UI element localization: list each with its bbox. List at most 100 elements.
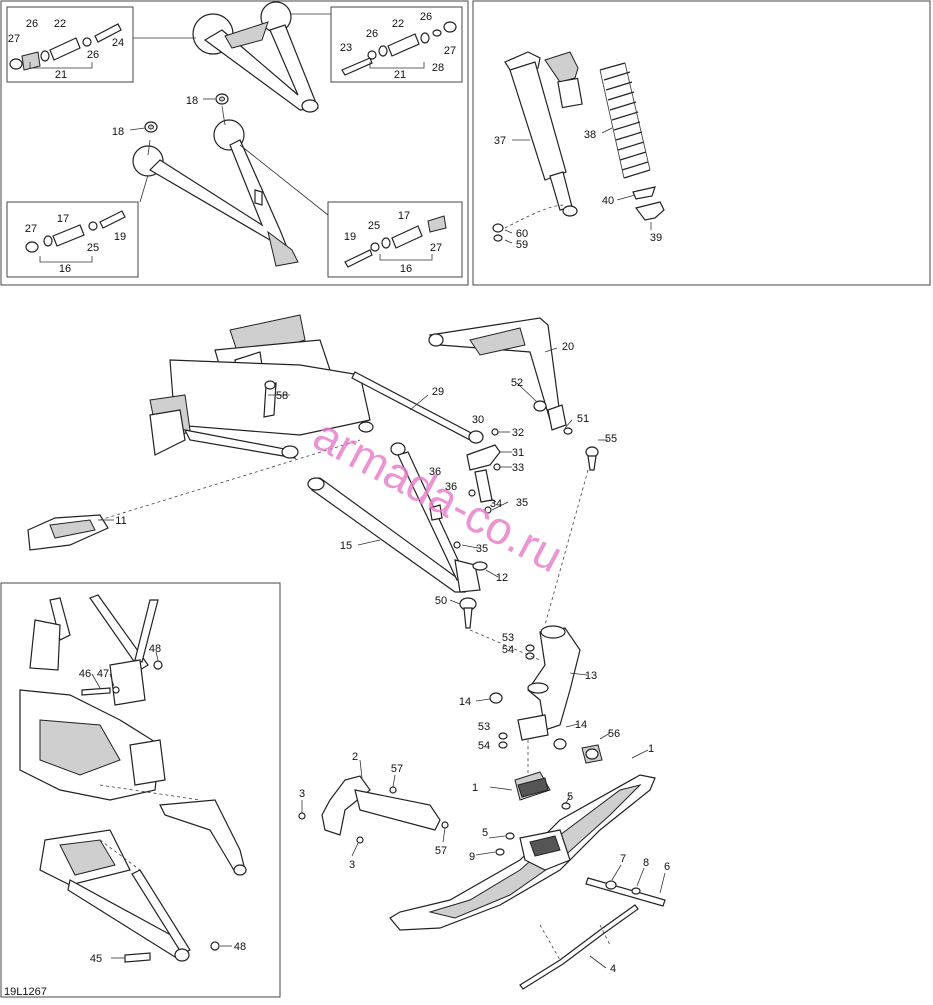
bolt-46-washer-47 <box>81 686 120 696</box>
ski-1 <box>389 774 656 931</box>
callout-48: 48 <box>149 643 161 655</box>
callout-33: 33 <box>512 462 524 474</box>
callout-20: 20 <box>562 341 574 353</box>
lower-a-arm-drawing <box>132 119 299 267</box>
callout-14: 14 <box>575 719 587 731</box>
callout-36: 36 <box>445 481 457 493</box>
shock-absorber-37 <box>504 51 583 217</box>
callout-45: 45 <box>90 953 102 965</box>
spring-seat-39 <box>634 201 665 221</box>
callout-58: 58 <box>276 390 288 402</box>
callout-54: 54 <box>478 740 490 752</box>
callout-26: 26 <box>420 11 432 23</box>
chassis-inset-frame <box>0 582 281 998</box>
bolt-45-nut-48 <box>124 941 220 963</box>
callout-4: 4 <box>610 963 616 975</box>
callout-30: 30 <box>472 414 484 426</box>
callout-13: 13 <box>585 670 597 682</box>
nut-60 <box>492 223 504 242</box>
callout-56: 56 <box>608 728 620 740</box>
bushing-56 <box>581 744 603 764</box>
nut-48-top <box>153 660 163 670</box>
hardware-set-bl <box>25 210 126 253</box>
callout-27: 27 <box>25 223 37 235</box>
callout-53: 53 <box>502 632 514 644</box>
callout-37: 37 <box>494 135 506 147</box>
callout-12: 12 <box>496 572 508 584</box>
callout-16: 16 <box>59 263 71 275</box>
hardware-box-bottom-left <box>6 201 139 278</box>
callout-21: 21 <box>394 69 406 81</box>
callout-47: 47 <box>97 668 109 680</box>
callout-3: 3 <box>349 859 355 871</box>
callout-54: 54 <box>502 644 514 656</box>
callout-60: 60 <box>516 228 528 240</box>
callout-18: 18 <box>112 126 124 138</box>
skid-plate-11 <box>27 514 109 551</box>
callout-25: 25 <box>87 242 99 254</box>
callout-5: 5 <box>482 827 488 839</box>
ski-handle-2 <box>321 775 441 836</box>
callout-38: 38 <box>584 129 596 141</box>
upper-a-arm-20 <box>428 317 567 431</box>
callout-27: 27 <box>8 33 20 45</box>
callout-19: 19 <box>344 231 356 243</box>
callout-59: 59 <box>516 239 528 251</box>
callout-26: 26 <box>366 28 378 40</box>
callout-26: 26 <box>87 49 99 61</box>
callout-40: 40 <box>602 195 614 207</box>
callout-27: 27 <box>444 45 456 57</box>
callout-11: 11 <box>115 515 126 527</box>
stabilizer-arm-31 <box>466 428 501 471</box>
tie-rod-end-55 <box>585 446 599 471</box>
callout-52: 52 <box>511 377 523 389</box>
callout-7: 7 <box>620 853 626 865</box>
callout-18: 18 <box>186 95 198 107</box>
callout-46: 46 <box>79 668 91 680</box>
spindle-13 <box>517 625 581 741</box>
callout-19: 19 <box>114 231 126 243</box>
callout-6: 6 <box>664 861 670 873</box>
stabilizer-link-58 <box>263 380 277 418</box>
watermark-text: armada-co.ru <box>305 408 571 582</box>
callout-26: 26 <box>26 18 38 30</box>
chassis-frame-drawing <box>19 594 247 962</box>
upper-a-arm-drawing <box>192 1 319 113</box>
callout-9: 9 <box>469 851 475 863</box>
bolt-6-washer-8-sleeve-7 <box>585 877 666 907</box>
hardware-set-tr <box>341 21 457 76</box>
upper-a-arm-inset-frame <box>0 0 469 286</box>
ring-12 <box>472 561 488 571</box>
bushing-30 <box>468 430 484 444</box>
screws-3-57 <box>298 786 449 844</box>
spring-38 <box>599 62 651 179</box>
callout-51: 51 <box>577 413 589 425</box>
spring-retainer-40 <box>632 186 656 200</box>
hardware-box-bottom-right <box>327 201 463 278</box>
callout-24: 24 <box>112 37 124 49</box>
callout-31: 31 <box>512 447 524 459</box>
callout-29: 29 <box>432 386 444 398</box>
carbide-runner-4 <box>519 904 639 990</box>
callout-57: 57 <box>391 763 403 775</box>
callout-8: 8 <box>643 857 649 869</box>
callout-39: 39 <box>650 232 662 244</box>
wear-pad-1 <box>514 771 551 801</box>
callout-1: 1 <box>472 782 478 794</box>
callout-27: 27 <box>430 242 442 254</box>
callout-5: 5 <box>567 791 573 803</box>
hardware-set-br <box>344 215 447 268</box>
nut-51 <box>563 427 573 435</box>
callout-1: 1 <box>648 743 654 755</box>
hardware-box-top-left <box>6 6 134 83</box>
callout-36: 36 <box>429 466 441 478</box>
callout-34: 34 <box>490 498 502 510</box>
callout-15: 15 <box>340 540 352 552</box>
bushing-18-top <box>215 93 229 105</box>
callout-55: 55 <box>605 433 617 445</box>
shock-inset-frame <box>472 0 931 286</box>
callout-23: 23 <box>340 42 352 54</box>
callout-16: 16 <box>400 263 412 275</box>
